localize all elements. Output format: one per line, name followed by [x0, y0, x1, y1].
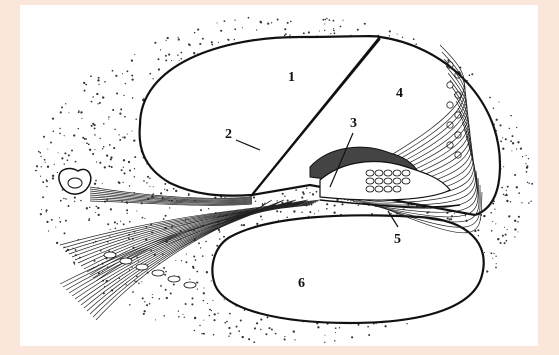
label-1: 1: [288, 70, 295, 85]
label-5: 5: [394, 232, 401, 247]
label-6: 6: [298, 276, 305, 291]
label-2: 2: [225, 127, 232, 142]
scala-tympani-outline: [212, 215, 483, 323]
label-4: 4: [396, 86, 403, 101]
cochlea-cross-section-svg: 1 2 3 4 5 6: [20, 5, 538, 346]
label-3: 3: [350, 116, 357, 131]
spiral-ganglion: [59, 168, 91, 194]
cochlea-diagram: 1 2 3 4 5 6: [20, 5, 538, 346]
